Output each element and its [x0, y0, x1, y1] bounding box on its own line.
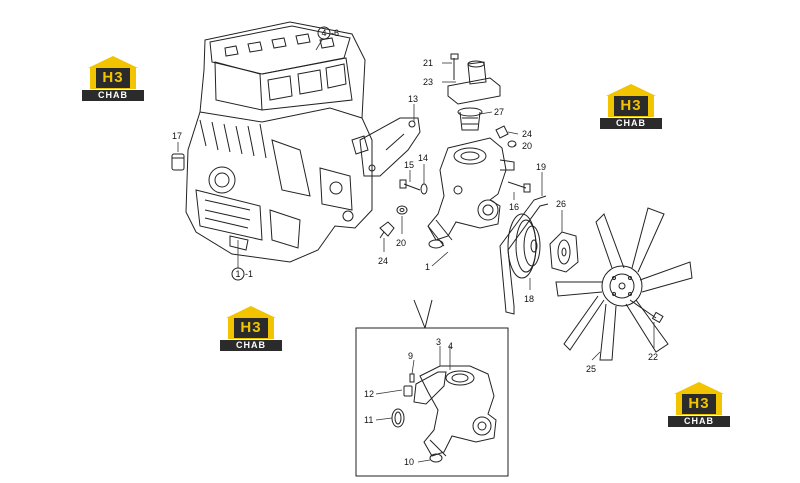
inset-pin [409, 373, 415, 383]
callout-20-lower: 20 [396, 238, 406, 248]
callout-12: 12 [364, 389, 374, 399]
callout-24-top: 24 [522, 129, 532, 139]
inset-plug [403, 385, 413, 397]
washer-part-20 [396, 205, 408, 215]
watermark-caption: CHAB [82, 90, 144, 101]
callout-19: 19 [536, 162, 546, 172]
watermark-caption: CHAB [668, 416, 730, 427]
washer-part-14 [420, 183, 428, 195]
callout-10: 10 [404, 457, 414, 467]
callout-1-1-suffix: -1 [245, 269, 253, 279]
bolt-part-16 [507, 181, 531, 193]
sensor-part-24 [379, 221, 395, 239]
callout-15: 15 [404, 160, 414, 170]
water-pump-body-part-1 [427, 137, 515, 249]
watermark-logo: H3 CHAB [600, 84, 662, 132]
bolt-part-21 [450, 53, 459, 80]
pulley-part-18 [507, 213, 541, 279]
callout-21: 21 [423, 58, 433, 68]
callout-4-6-num: 4 [321, 28, 326, 38]
watermark-logo: H3 CHAB [82, 56, 144, 104]
callout-13: 13 [408, 94, 418, 104]
callout-3: 3 [436, 337, 441, 347]
engine-block [185, 21, 373, 263]
watermark-mark: H3 [234, 318, 268, 338]
callout-23: 23 [423, 77, 433, 87]
callout-numbers: 21 23 27 13 24 20 17 15 14 19 16 26 20 2… [172, 58, 658, 467]
callout-1: 1 [425, 262, 430, 272]
inset-detail-box [355, 299, 509, 477]
callout-16: 16 [509, 202, 519, 212]
callout-17: 17 [172, 131, 182, 141]
washer-part-20-top [507, 140, 517, 148]
watermark-logo: H3 CHAB [668, 382, 730, 430]
bolt-part-15 [399, 179, 421, 191]
sensor-part-24-top [495, 125, 509, 139]
callout-4: 4 [448, 341, 453, 351]
callout-18: 18 [524, 294, 534, 304]
plug-part-17 [171, 153, 185, 171]
spacer-part-26 [549, 231, 579, 273]
callout-25: 25 [586, 364, 596, 374]
watermark-caption: CHAB [220, 340, 282, 351]
watermark-mark: H3 [614, 96, 648, 116]
thermostat-cover-part-23 [447, 60, 501, 105]
watermark-logo: H3 CHAB [220, 306, 282, 354]
watermark-mark: H3 [96, 68, 130, 88]
callout-22: 22 [648, 352, 658, 362]
callout-14: 14 [418, 153, 428, 163]
callout-4-6: 4 -6 [317, 26, 339, 40]
callout-20-top: 20 [522, 141, 532, 151]
cooling-fan-part-25 [555, 207, 693, 361]
callout-27: 27 [494, 107, 504, 117]
watermark-caption: CHAB [600, 118, 662, 129]
callout-11: 11 [364, 415, 373, 425]
fan-belt-part-19 [499, 195, 549, 315]
leader-lines [177, 39, 655, 463]
inset-gasket [413, 371, 447, 405]
callout-1-1-num: 1 [235, 269, 240, 279]
watermark-mark: H3 [682, 394, 716, 414]
callout-9: 9 [408, 351, 413, 361]
gasket-part-13 [359, 117, 421, 177]
inset-o-ring [391, 408, 405, 428]
thermostat-part-27 [457, 107, 483, 131]
callout-1-1: 1 -1 [231, 267, 253, 281]
callout-4-6-suffix: -6 [331, 28, 339, 38]
inset-pump-assembly [419, 365, 497, 463]
bolt-part-22 [629, 299, 664, 324]
callout-24-lower: 24 [378, 256, 388, 266]
callout-26: 26 [556, 199, 566, 209]
